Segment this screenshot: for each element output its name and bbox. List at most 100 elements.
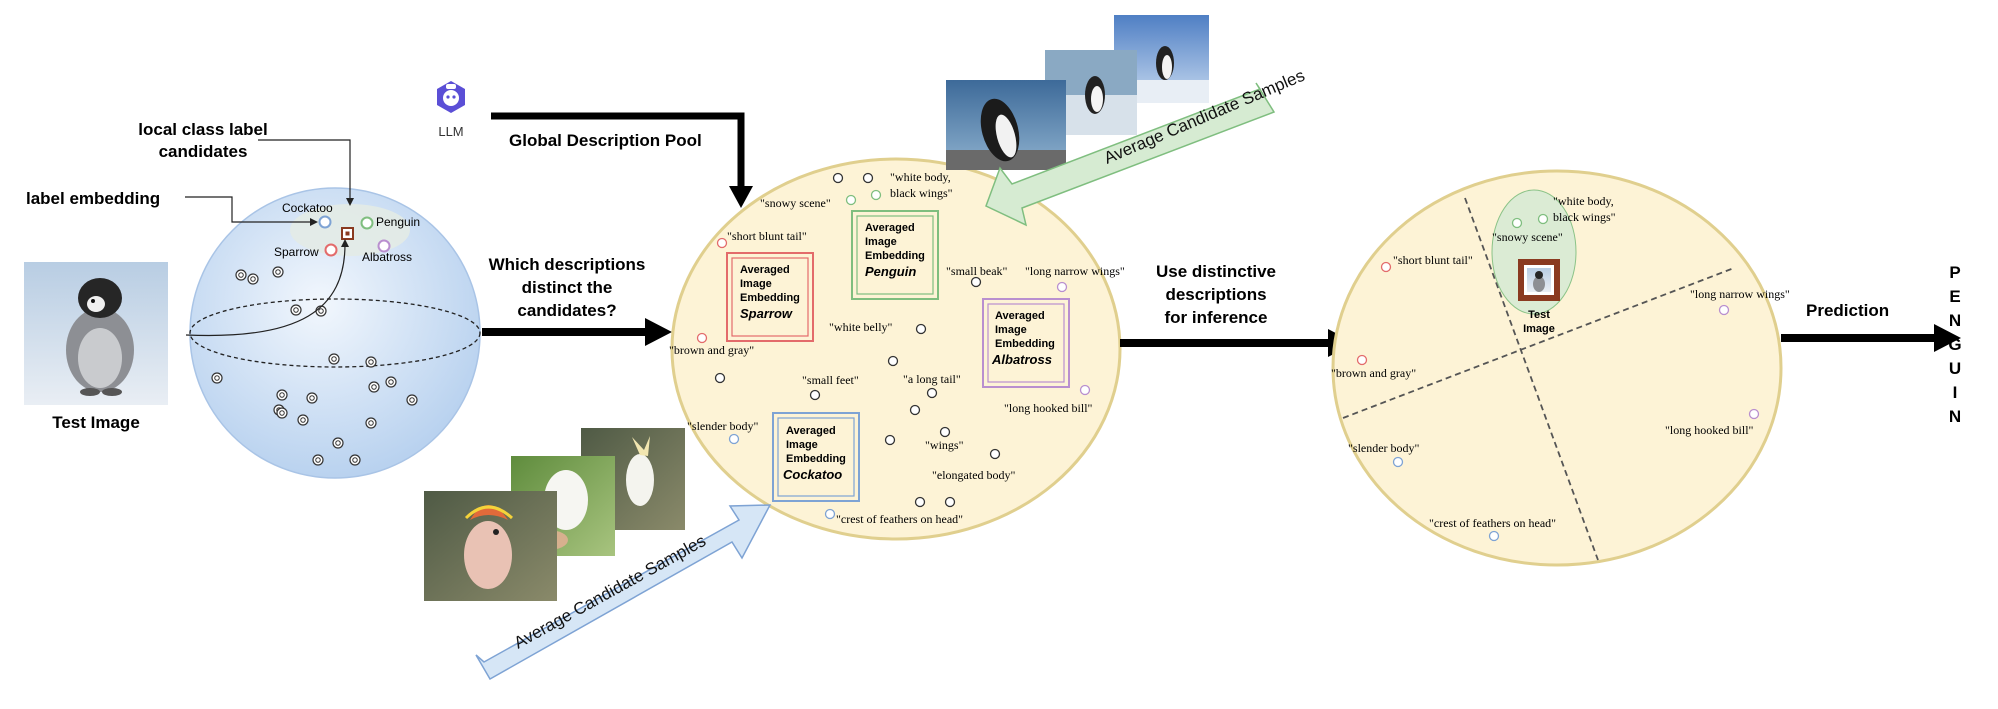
sphere-dot-10 xyxy=(306,392,318,404)
sphere-dot-16-inner xyxy=(279,410,285,416)
cockatoo-label-dot xyxy=(318,215,332,229)
desc-elongated-body: "elongated body" xyxy=(932,468,1016,482)
sphere-dot-7 xyxy=(365,356,377,368)
inference-dot-4 xyxy=(1718,304,1730,316)
cockatoo-embedding-name: Cockatoo xyxy=(783,467,842,482)
sphere-dot-19 xyxy=(312,454,324,466)
prediction-label: Prediction xyxy=(1806,301,1889,320)
prediction-result: P E N G U I N xyxy=(1948,263,1961,426)
desc-white-body-2: black wings" xyxy=(890,186,953,200)
description-dot-18 xyxy=(939,426,951,438)
albatross-averaged-embedding-box: Averaged Image Embedding Albatross xyxy=(982,298,1070,388)
test-image-thumb-label-2: Image xyxy=(1523,323,1555,335)
sphere-dot-18-inner xyxy=(335,440,341,446)
description-dot-8 xyxy=(915,323,927,335)
svg-text:Embedding: Embedding xyxy=(865,250,925,262)
svg-text:Averaged: Averaged xyxy=(995,310,1045,322)
desc-small-beak: "small beak" xyxy=(946,264,1008,278)
sphere-dot-4-inner xyxy=(293,307,299,313)
cockatoo-class-label: Cockatoo xyxy=(282,201,333,215)
svg-text:Embedding: Embedding xyxy=(740,292,800,304)
desc-brown-and-gray: "brown and gray" xyxy=(669,343,754,357)
description-dot-21 xyxy=(944,496,956,508)
svg-text:Embedding: Embedding xyxy=(995,338,1055,350)
inference-space-ellipse xyxy=(1331,169,1783,567)
label-embedding-pointer xyxy=(185,196,312,223)
sphere-dot-6-inner xyxy=(331,356,337,362)
description-dot-16 xyxy=(728,433,740,445)
penguin-sample-photos xyxy=(946,15,1209,170)
description-dot-17 xyxy=(884,434,896,446)
inference-dot-3 xyxy=(1380,261,1392,273)
sphere-dot-4 xyxy=(290,304,302,316)
desc-crest-of-feathers: "crest of feathers on head" xyxy=(836,512,963,526)
description-dot-11 xyxy=(887,355,899,367)
description-dot-1 xyxy=(832,172,844,184)
global-description-pool-title: Global Description Pool xyxy=(509,131,702,150)
inference-description-dots xyxy=(1356,213,1760,542)
sphere-dot-12 xyxy=(385,376,397,388)
decision-boundary-2 xyxy=(1464,197,1599,561)
albatross-label-dot xyxy=(377,239,391,253)
r-desc-long-narrow-wings: "long narrow wings" xyxy=(1690,287,1790,301)
test-image-label: Test Image xyxy=(52,413,140,432)
use-distinctive-line-3: for inference xyxy=(1165,308,1268,327)
prediction-letter-2: E xyxy=(1949,287,1960,306)
albatross-embedding-name: Albatross xyxy=(991,352,1052,367)
desc-slender-body: "slender body" xyxy=(687,419,759,433)
sphere-dot-9-inner xyxy=(279,392,285,398)
svg-text:Averaged: Averaged xyxy=(786,425,836,437)
sphere-dot-20 xyxy=(349,454,361,466)
llm-label: LLM xyxy=(438,124,463,139)
svg-text:Image: Image xyxy=(786,439,818,451)
description-dot-9 xyxy=(696,332,708,344)
svg-text:Image: Image xyxy=(995,324,1027,336)
llm-icon xyxy=(437,81,465,113)
average-cockatoo-samples-arrow xyxy=(475,504,772,681)
sphere-dot-5-inner xyxy=(318,308,324,314)
sphere-dot-2-inner xyxy=(250,276,256,282)
test-image-thumb-label-1: Test xyxy=(1528,309,1550,321)
sphere-dot-20-inner xyxy=(352,457,358,463)
sphere-dot-1 xyxy=(235,269,247,281)
sphere-dot-15-inner xyxy=(300,417,306,423)
sphere-dot-9 xyxy=(276,389,288,401)
inference-dot-8 xyxy=(1488,530,1500,542)
sphere-dot-19-inner xyxy=(315,457,321,463)
prediction-letter-1: P xyxy=(1949,263,1960,282)
r-desc-slender-body: "slender body" xyxy=(1348,441,1420,455)
sparrow-averaged-embedding-box: Averaged Image Embedding Sparrow xyxy=(726,252,814,342)
r-desc-snowy-scene: "snowy scene" xyxy=(1492,230,1563,244)
sphere-dot-8 xyxy=(211,372,223,384)
sphere-dot-12-inner xyxy=(388,379,394,385)
sphere-dot-13 xyxy=(406,394,418,406)
description-dot-19 xyxy=(989,448,1001,460)
description-dots xyxy=(696,172,1091,520)
question-arrow xyxy=(482,328,647,336)
svg-text:Embedding: Embedding xyxy=(786,453,846,465)
inference-dot-5 xyxy=(1356,354,1368,366)
test-image-to-embedding-curve xyxy=(185,243,346,337)
desc-snowy-scene: "snowy scene" xyxy=(760,196,831,210)
desc-short-blunt-tail: "short blunt tail" xyxy=(727,229,807,243)
description-dot-5 xyxy=(716,237,728,249)
sphere-dot-3 xyxy=(272,266,284,278)
r-desc-long-hooked-bill: "long hooked bill" xyxy=(1665,423,1754,437)
r-desc-brown-and-gray: "brown and gray" xyxy=(1331,366,1416,380)
description-dot-20 xyxy=(914,496,926,508)
sphere-dot-10-inner xyxy=(309,395,315,401)
sphere-dot-1-inner xyxy=(238,272,244,278)
inference-dot-2 xyxy=(1537,213,1549,225)
svg-text:Averaged: Averaged xyxy=(865,222,915,234)
description-dot-13 xyxy=(926,387,938,399)
r-desc-white-body-1: "white body, xyxy=(1553,194,1614,208)
local-class-label-candidates-title-1: local class label xyxy=(138,120,267,139)
use-distinctive-line-2: descriptions xyxy=(1165,285,1266,304)
sphere-dot-17-inner xyxy=(368,420,374,426)
description-dot-15 xyxy=(909,404,921,416)
sphere-dot-13-inner xyxy=(409,397,415,403)
description-dot-10 xyxy=(714,372,726,384)
label-embedding-title: label embedding xyxy=(26,189,160,208)
r-desc-short-blunt-tail: "short blunt tail" xyxy=(1393,253,1473,267)
local-class-label-candidates-title-2: candidates xyxy=(159,142,248,161)
